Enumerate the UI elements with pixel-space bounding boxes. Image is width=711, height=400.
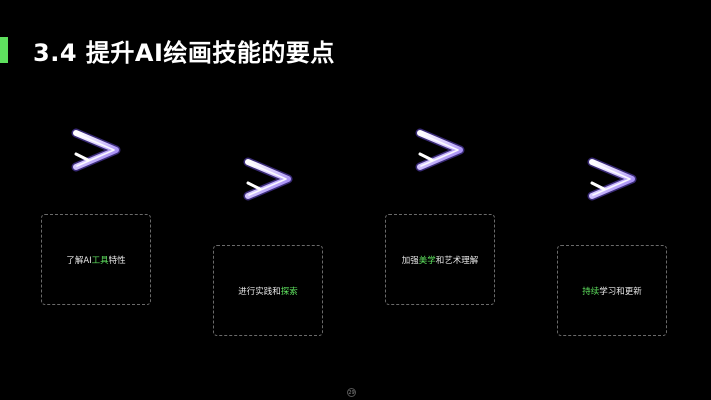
step-2-text-highlight: 探索 (280, 286, 298, 297)
chevron-right-icon (414, 127, 470, 173)
step-1-text-suffix: 特性 (108, 255, 126, 266)
chevron-right-icon (586, 156, 642, 202)
step-card-3: 加强美学和艺术理解 (385, 214, 495, 305)
step-3-text-prefix: 加强 (401, 255, 419, 266)
step-4-text-highlight: 持续 (582, 286, 600, 297)
step-card-2: 进行实践和探索 (213, 245, 323, 336)
chevron-right-icon (242, 156, 298, 202)
chevron-right-icon (70, 127, 126, 173)
step-3-text-suffix: 和艺术理解 (435, 255, 479, 266)
page-number: 29 (347, 388, 356, 397)
title-accent-bar (0, 37, 8, 63)
step-2-text-prefix: 进行实践和 (238, 286, 281, 297)
slide-title: 3.4 提升AI绘画技能的要点 (33, 39, 335, 67)
step-1-text-prefix: 了解AI (66, 255, 92, 266)
step-4-text-suffix: 学习和更新 (599, 286, 642, 297)
step-1-text-highlight: 工具 (91, 255, 109, 266)
step-3-text-highlight: 美学 (418, 255, 436, 266)
step-card-4: 持续学习和更新 (557, 245, 667, 336)
